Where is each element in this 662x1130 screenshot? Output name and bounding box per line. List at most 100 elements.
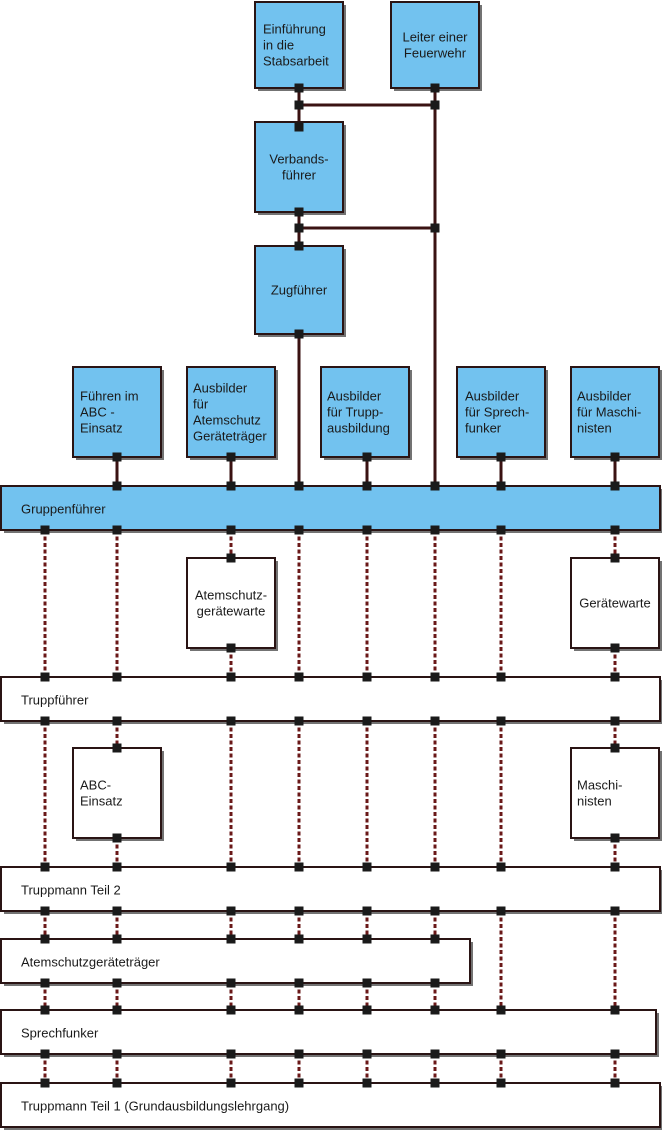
course-label: Atemschutzgeräteträger — [21, 954, 160, 969]
course-label: funker — [465, 421, 502, 436]
course-box-atemwart — [186, 557, 276, 649]
connector-node — [112, 1005, 122, 1015]
connector-node — [430, 1078, 440, 1088]
connector-node — [430, 862, 440, 872]
course-box-sprechfunker — [0, 1009, 657, 1055]
connector-node — [40, 978, 50, 988]
connector-node — [496, 481, 506, 491]
course-label: Feuerwehr — [404, 46, 467, 61]
course-label: Führen im — [80, 389, 139, 404]
connector-node — [226, 862, 236, 872]
course-label: ABC- — [80, 778, 111, 793]
course-label: nisten — [577, 421, 612, 436]
course-box-zug — [254, 245, 344, 335]
connector-node — [610, 862, 620, 872]
connector-node — [112, 481, 122, 491]
connector-node — [362, 862, 372, 872]
course-label: Einsatz — [80, 794, 123, 809]
course-label: gerätewarte — [197, 604, 266, 619]
connector-node — [610, 643, 620, 653]
connector-node — [112, 672, 122, 682]
connector-node — [610, 833, 620, 843]
connector-node — [294, 1049, 304, 1059]
connector-node — [362, 1049, 372, 1059]
connector-node — [430, 1005, 440, 1015]
course-box-truppfuehrer — [0, 676, 661, 722]
connector-node — [226, 553, 236, 563]
course-label: Sprechfunker — [21, 1025, 99, 1040]
connector-node — [294, 122, 304, 132]
course-label: Ausbilder — [193, 381, 248, 396]
course-label: Gruppenführer — [21, 501, 106, 516]
connector-node — [430, 223, 440, 233]
course-box-ausb-masch — [570, 366, 660, 458]
course-box-verband — [254, 121, 344, 213]
connector-node — [430, 672, 440, 682]
connector-node — [294, 672, 304, 682]
course-box-truppmann2 — [0, 866, 661, 912]
connector-node — [40, 1005, 50, 1015]
connector-node — [226, 672, 236, 682]
course-label: Truppmann Teil 2 — [21, 882, 121, 897]
course-box-abc-einsatz — [72, 747, 162, 839]
connector-node — [294, 934, 304, 944]
course-label: Maschi- — [577, 778, 623, 793]
connector-node — [496, 1049, 506, 1059]
connector-node — [112, 862, 122, 872]
course-label: Verbands- — [269, 152, 328, 167]
connector-node — [112, 525, 122, 535]
course-label: Atemschutz — [193, 413, 261, 428]
connector-node — [610, 525, 620, 535]
connector-node — [430, 978, 440, 988]
connector-node — [226, 1078, 236, 1088]
connector-node — [226, 525, 236, 535]
connector-node — [610, 743, 620, 753]
course-label: Atemschutz- — [195, 588, 267, 603]
course-label: für — [193, 397, 209, 412]
connector-node — [226, 1005, 236, 1015]
connector-node — [610, 1049, 620, 1059]
connector-node — [40, 1078, 50, 1088]
connector-node — [294, 100, 304, 110]
connector-node — [496, 716, 506, 726]
connector-node — [294, 329, 304, 339]
connector-node — [430, 1049, 440, 1059]
course-label: Truppmann Teil 1 (Grundausbildungslehrga… — [21, 1098, 289, 1113]
connector-node — [294, 481, 304, 491]
connector-node — [610, 1078, 620, 1088]
connector-node — [112, 716, 122, 726]
connector-node — [294, 207, 304, 217]
course-box-ausb-atem — [186, 366, 276, 458]
course-label: Einsatz — [80, 421, 123, 436]
connection-nodes — [40, 83, 620, 1088]
course-label: Zugführer — [271, 283, 328, 298]
connector-node — [496, 672, 506, 682]
course-label: ABC - — [80, 405, 115, 420]
connector-node — [610, 906, 620, 916]
course-label: für Sprech- — [465, 405, 529, 420]
connector-node — [112, 978, 122, 988]
connector-node — [610, 452, 620, 462]
connector-node — [112, 1078, 122, 1088]
connector-node — [362, 906, 372, 916]
connector-node — [226, 1049, 236, 1059]
course-label: Truppführer — [21, 692, 89, 707]
course-box-ausb-trupp — [320, 366, 410, 458]
connector-node — [496, 1005, 506, 1015]
connector-node — [226, 481, 236, 491]
connector-node — [362, 1078, 372, 1088]
course-box-leiter — [390, 1, 480, 89]
connector-node — [40, 716, 50, 726]
connector-node — [430, 934, 440, 944]
course-label: Leiter einer — [402, 30, 468, 45]
course-box-gruppenfuehrer — [0, 485, 661, 531]
course-box-geraetewart — [570, 557, 660, 649]
connector-node — [610, 553, 620, 563]
connector-node — [226, 452, 236, 462]
connector-node — [294, 241, 304, 251]
connector-node — [112, 452, 122, 462]
connector-node — [496, 862, 506, 872]
connector-node — [496, 906, 506, 916]
connector-node — [40, 672, 50, 682]
